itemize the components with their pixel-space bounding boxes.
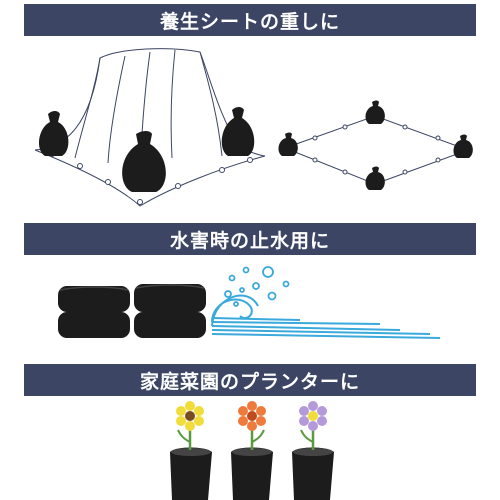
banner-title: 水害時の止水用に bbox=[169, 229, 330, 252]
flat-tarp bbox=[278, 100, 473, 190]
banner-planter-bags: 家庭菜園のプランターに bbox=[24, 364, 476, 396]
planter-bag-3 bbox=[292, 401, 334, 500]
sandbag-icons bbox=[38, 107, 255, 192]
water-wave bbox=[211, 294, 441, 339]
stacked-sandbags bbox=[58, 284, 206, 338]
flower-orange-icon bbox=[238, 401, 266, 431]
flower-yellow-icon bbox=[176, 401, 204, 431]
tarp-weights-illustration bbox=[34, 48, 473, 207]
planter-bags-illustration bbox=[170, 401, 334, 500]
banner-title: 家庭菜園のプランターに bbox=[139, 370, 360, 393]
water-droplets bbox=[224, 266, 290, 307]
flood-barrier-illustration bbox=[58, 266, 441, 339]
banner-title: 養生シートの重しに bbox=[159, 10, 340, 33]
planter-bag-2 bbox=[231, 401, 273, 500]
banner-tarp-weights: 養生シートの重しに bbox=[24, 4, 476, 36]
planter-bag-1 bbox=[170, 401, 212, 500]
tarp-grommets bbox=[49, 151, 253, 205]
banner-flood-barrier: 水害時の止水用に bbox=[24, 223, 476, 255]
flower-purple-icon bbox=[299, 401, 327, 431]
